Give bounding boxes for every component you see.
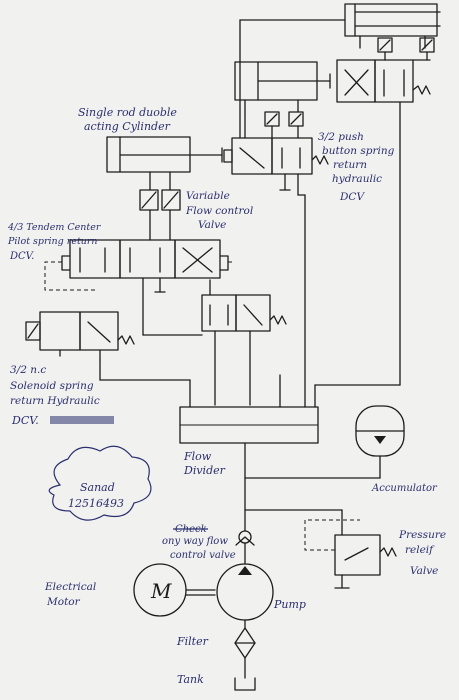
label-accumulator: Accumulator xyxy=(371,483,438,494)
second-flow-control-pair xyxy=(264,111,304,127)
label-flowcontrol-line3: Valve xyxy=(198,219,226,231)
label-solenoid-line4: DCV. xyxy=(11,414,39,427)
push-button-dcv xyxy=(223,137,329,191)
label-pump: Pump xyxy=(273,598,306,611)
filter xyxy=(234,627,256,659)
piping xyxy=(99,19,401,679)
label-pushbutton-line5: DCV xyxy=(339,191,365,203)
label-motor-line1: Electrical xyxy=(44,581,96,593)
label-pushbutton-line3: return xyxy=(333,159,367,171)
label-tank: Tank xyxy=(177,673,204,686)
motor-symbol: M xyxy=(150,579,172,603)
label-prv-line2: releif xyxy=(405,544,435,556)
label-pushbutton-line2: button spring xyxy=(322,145,395,157)
label-flowcontrol-line2: Flow control xyxy=(185,205,253,217)
top-right-flow-control-pair xyxy=(377,37,435,61)
label-motor-line2: Motor xyxy=(46,596,81,608)
tandem-center-dcv xyxy=(61,239,229,293)
label-divider-line2: Divider xyxy=(183,464,226,477)
label-oneway-line1: ony way flow xyxy=(162,536,228,547)
label-pushbutton-line1: 3/2 push xyxy=(318,131,364,143)
tank xyxy=(234,677,256,691)
label-prv-line1: Pressure xyxy=(398,529,446,541)
single-rod-cylinder xyxy=(106,136,223,191)
top-right-dcv xyxy=(336,59,431,103)
middle-dcv xyxy=(201,294,287,406)
second-cylinder xyxy=(234,61,331,113)
label-divider-line1: Flow xyxy=(183,450,212,463)
pump xyxy=(216,563,274,621)
label-cylinder-line2: acting Cylinder xyxy=(84,120,171,133)
name-cloud xyxy=(48,445,152,521)
label-name-line2: 12516493 xyxy=(68,497,124,510)
label-prv-line3: Valve xyxy=(410,565,438,577)
label-solenoid-line1: 3/2 n.c xyxy=(10,364,46,376)
label-tandem-line3: DCV. xyxy=(9,251,35,262)
scribble-strikeout xyxy=(50,416,114,424)
variable-flow-control-valves xyxy=(139,189,181,241)
solenoid-dcv xyxy=(25,311,135,361)
label-cylinder-line1: Single rod duoble xyxy=(78,106,177,119)
label-filter: Filter xyxy=(176,635,209,648)
label-flowcontrol-line1: Variable xyxy=(186,190,230,202)
accumulator xyxy=(355,405,405,479)
pressure-relief-valve xyxy=(304,519,397,589)
label-name-line1: Sanad xyxy=(80,481,115,494)
electric-motor xyxy=(133,563,216,617)
tandem-pilot-lines xyxy=(44,261,235,291)
label-pushbutton-line4: hydraulic xyxy=(332,173,382,185)
label-tandem-line2: Pilot spring return xyxy=(7,236,98,247)
label-solenoid-line2: Solenoid spring xyxy=(10,380,94,392)
label-tandem-line1: 4/3 Tendem Center xyxy=(7,222,102,233)
annotations: Single rod duoble acting Cylinder 3/2 pu… xyxy=(7,106,446,686)
flow-divider xyxy=(179,406,319,444)
label-solenoid-line3: return Hydraulic xyxy=(10,395,100,407)
label-oneway-line2: control valve xyxy=(170,550,236,561)
